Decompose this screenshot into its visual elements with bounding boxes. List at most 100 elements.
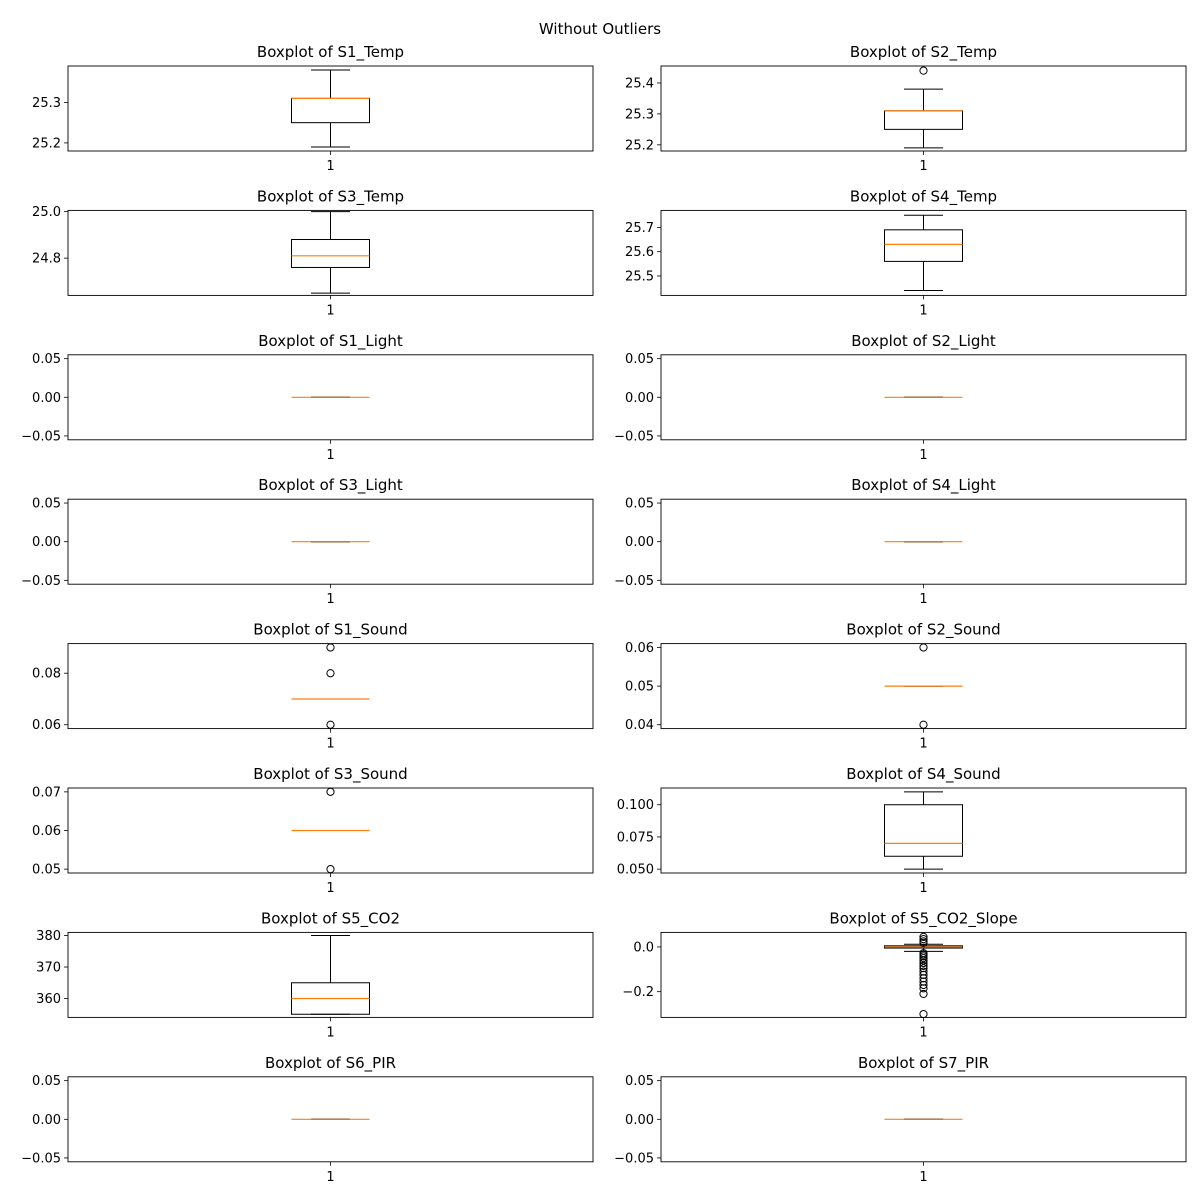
subplot: Boxplot of S7_PIR−0.050.000.051	[614, 1054, 1187, 1185]
x-tick-label: 1	[326, 1170, 334, 1185]
y-tick-label: 0.05	[32, 497, 61, 512]
x-tick-label: 1	[919, 881, 927, 896]
outlier-point	[919, 984, 928, 993]
x-tick-label: 1	[326, 448, 334, 463]
y-tick-label: 0.050	[617, 863, 654, 878]
y-tick-label: 0.00	[32, 391, 61, 406]
subplot-title: Boxplot of S3_Sound	[253, 765, 407, 784]
subplot-title: Boxplot of S4_Light	[851, 476, 996, 495]
y-tick-label: 0.05	[625, 1074, 654, 1089]
box	[291, 239, 370, 268]
plot-frame	[67, 1076, 594, 1163]
y-tick-label: 0.04	[625, 718, 654, 733]
y-tick-label: 25.7	[625, 221, 654, 236]
subplot: Boxplot of S2_Light−0.050.000.051	[614, 332, 1187, 463]
x-tick-label: 1	[919, 303, 927, 318]
x-tick-label: 1	[919, 159, 927, 174]
subplot-title: Boxplot of S6_PIR	[265, 1054, 396, 1073]
y-tick-label: 0.00	[625, 391, 654, 406]
y-tick-label: 25.2	[32, 136, 61, 151]
subplot-title: Boxplot of S2_Sound	[846, 621, 1000, 640]
y-tick-label: 0.05	[32, 1074, 61, 1089]
plot-frame	[660, 498, 1187, 585]
outlier-point	[919, 961, 928, 971]
plot-frame	[660, 354, 1187, 441]
subplot-title: Boxplot of S5_CO2_Slope	[829, 909, 1017, 928]
y-tick-label: 0.05	[625, 497, 654, 512]
subplot-title: Boxplot of S1_Light	[258, 332, 403, 351]
y-tick-label: 0.05	[32, 352, 61, 367]
outlier-point	[326, 865, 335, 874]
x-tick-label: 1	[326, 592, 334, 607]
y-tick-label: 24.8	[32, 252, 61, 267]
y-tick-label: 25.6	[625, 245, 654, 260]
outlier-point	[919, 720, 928, 729]
subplot-title: Boxplot of S4_Sound	[846, 765, 1000, 784]
plot-frame	[660, 65, 1187, 152]
outlier-point	[326, 787, 335, 796]
y-tick-label: −0.2	[622, 985, 654, 1000]
outlier-point	[919, 66, 928, 75]
y-tick-label: 380	[36, 929, 61, 944]
x-tick-label: 1	[326, 303, 334, 318]
y-tick-label: 370	[36, 961, 61, 976]
outlier-point	[919, 1009, 928, 1019]
y-tick-label: 0.05	[625, 680, 654, 695]
x-tick-label: 1	[326, 1025, 334, 1040]
subplot: Boxplot of S3_Light −0.05 0.00 0.05 1	[21, 476, 594, 607]
plot-frame	[660, 931, 1187, 1018]
y-tick-label: 0.06	[625, 641, 654, 656]
y-tick-label: 0.06	[32, 824, 61, 839]
subplot: Boxplot of S2_Sound 0.04 0.05 0.06 1	[625, 621, 1187, 752]
y-tick-label: 0.0	[633, 940, 654, 955]
y-tick-label: 0.075	[617, 830, 654, 845]
outlier-point	[919, 954, 928, 963]
y-tick-label: 25.0	[32, 205, 61, 220]
y-tick-label: 25.5	[625, 269, 654, 284]
y-tick-label: 0.05	[32, 863, 61, 878]
y-tick-label: 0.00	[32, 535, 61, 550]
subplot-title: Boxplot of S1_Sound	[253, 621, 407, 640]
y-tick-label: −0.05	[21, 574, 61, 589]
y-tick-label: 0.00	[32, 1113, 61, 1128]
y-tick-label: 0.05	[625, 352, 654, 367]
subplot-title: Boxplot of S3_Light	[258, 476, 403, 495]
outlier-point	[919, 980, 928, 990]
subplot: Boxplot of S6_PIR −0.05 0.00 0.05 1	[21, 1054, 594, 1185]
x-tick-label: 1	[919, 448, 927, 463]
outlier-point	[919, 989, 928, 999]
outlier-point	[919, 935, 928, 944]
x-tick-label: 1	[919, 592, 927, 607]
y-tick-label: −0.05	[21, 1151, 61, 1166]
plot-frame	[660, 1076, 1187, 1163]
y-tick-label: 25.4	[625, 77, 654, 92]
outlier-point	[919, 932, 928, 941]
y-tick-label: 0.100	[617, 798, 654, 813]
x-tick-label: 1	[326, 881, 334, 896]
x-tick-label: 1	[919, 737, 927, 752]
y-tick-label: −0.05	[614, 1151, 654, 1166]
outlier-point	[919, 956, 928, 965]
subplot: Boxplot of S4_Sound 0.050 0.075 0.100 1	[617, 765, 1187, 896]
y-tick-label: 0.06	[32, 718, 61, 733]
y-tick-label: 25.3	[32, 96, 61, 111]
outlier-point	[326, 643, 335, 652]
plot-frame	[660, 209, 1187, 296]
plot-frame	[67, 498, 594, 585]
subplot-title: Boxplot of S5_CO2	[261, 909, 400, 928]
y-tick-label: −0.05	[21, 429, 61, 444]
outlier-point	[326, 669, 335, 678]
plot-frame	[660, 643, 1187, 730]
y-tick-label: −0.05	[614, 429, 654, 444]
plot-frame	[67, 65, 594, 152]
plot-frame	[67, 354, 594, 441]
y-tick-label: 0.07	[32, 785, 61, 800]
subplot-title: Boxplot of S4_Temp	[850, 187, 997, 206]
plot-frame	[67, 209, 594, 296]
outlier-point	[919, 643, 928, 652]
